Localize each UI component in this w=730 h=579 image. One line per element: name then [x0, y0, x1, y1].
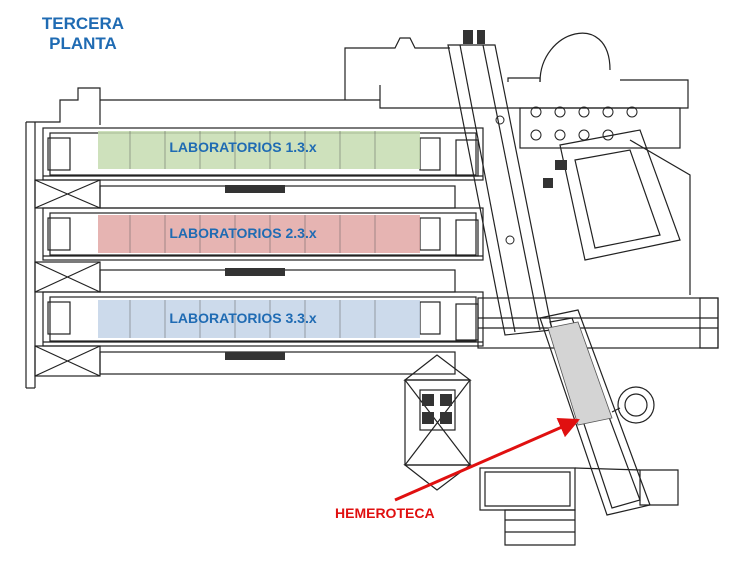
lab-label-2: LABORATORIOS 2.3.x — [169, 225, 317, 241]
floor-title-line2: PLANTA — [49, 34, 117, 53]
floor-title-line1: TERCERA — [41, 14, 125, 33]
lab-zone-1 — [98, 131, 420, 169]
lab-label-3: LABORATORIOS 3.3.x — [169, 310, 317, 326]
hemeroteca-label: HEMEROTECA — [335, 505, 435, 521]
lab-zone-3 — [98, 300, 420, 338]
hemeroteca-zone — [547, 321, 613, 426]
lab-label-1: LABORATORIOS 1.3.x — [169, 139, 317, 155]
hemeroteca-arrow — [394, 417, 580, 502]
floor-title: TERCERA PLANTA — [28, 14, 138, 54]
lab-zone-2 — [98, 215, 420, 253]
